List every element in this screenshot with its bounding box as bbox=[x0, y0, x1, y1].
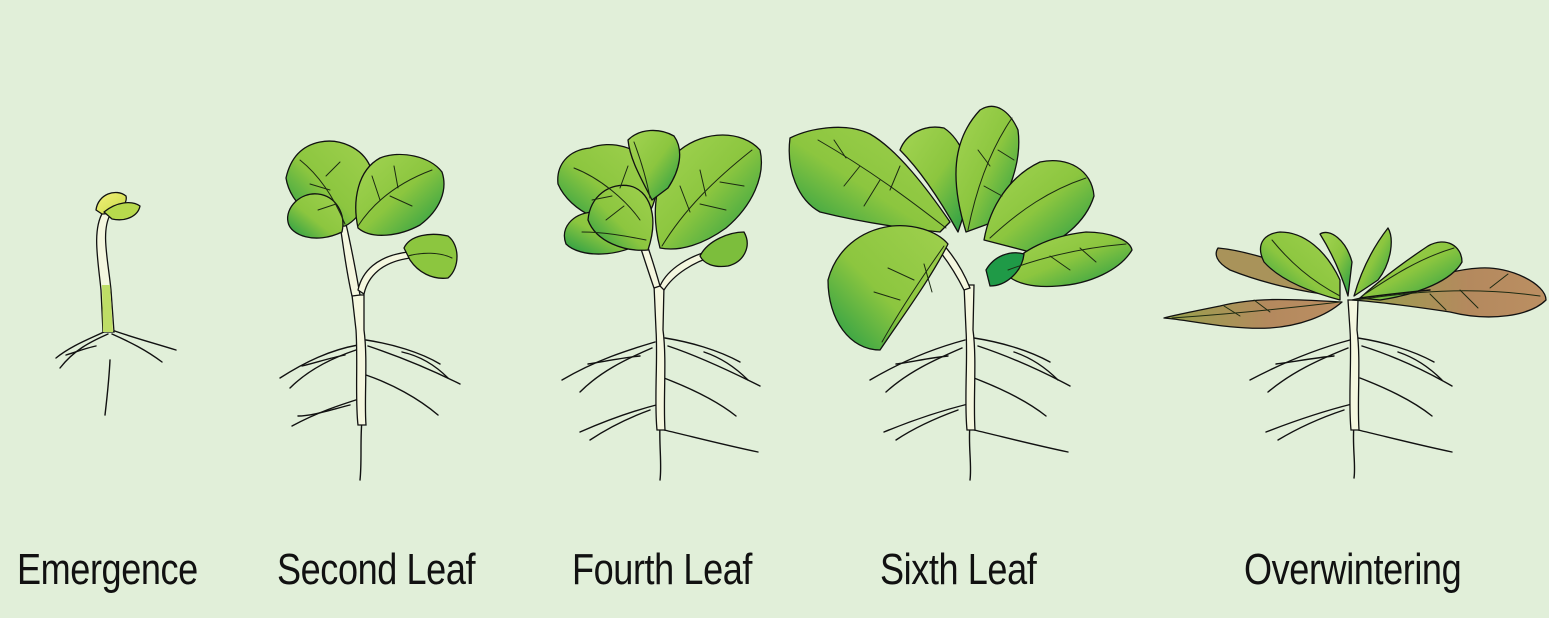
leaves-second-leaf bbox=[286, 141, 457, 278]
stem-fourth-leaf bbox=[654, 285, 665, 430]
stem-overwintering bbox=[1348, 300, 1359, 430]
leaves-sixth-leaf bbox=[789, 106, 1132, 350]
stage-label-second-leaf: Second Leaf bbox=[277, 545, 475, 595]
plant-second-leaf bbox=[280, 141, 460, 480]
plant-sixth-leaf bbox=[789, 106, 1132, 480]
roots-emergence bbox=[56, 330, 176, 415]
stage-label-emergence: Emergence bbox=[17, 545, 198, 595]
stem-sixth-leaf bbox=[964, 285, 975, 430]
plant-overwintering bbox=[1164, 228, 1546, 478]
stage-label-sixth-leaf: Sixth Leaf bbox=[880, 545, 1036, 595]
plant-fourth-leaf bbox=[558, 130, 762, 480]
stem-second-leaf bbox=[352, 295, 366, 425]
leaves-fourth-leaf bbox=[558, 130, 762, 266]
stage-label-overwintering: Overwintering bbox=[1244, 545, 1461, 595]
plant-emergence bbox=[56, 192, 176, 415]
roots-second-leaf bbox=[280, 340, 460, 480]
stage-label-fourth-leaf: Fourth Leaf bbox=[572, 545, 752, 595]
